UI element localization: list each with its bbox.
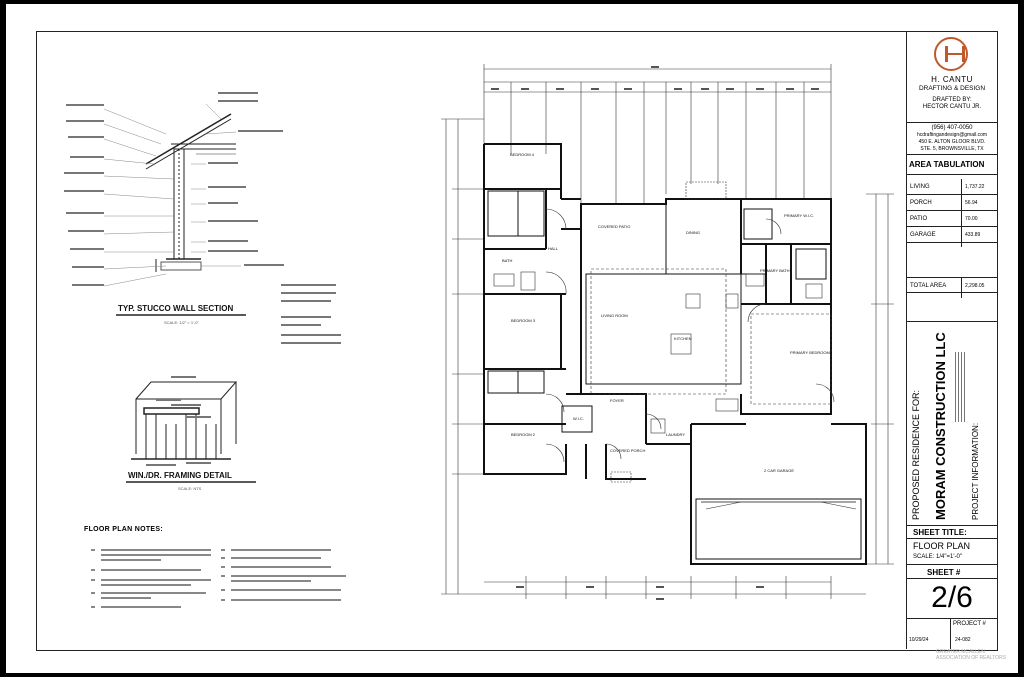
dimension-lines xyxy=(441,64,894,599)
firm-name: H. CANTU xyxy=(931,75,973,84)
room-living: LIVING ROOM xyxy=(601,313,628,318)
room-kitchen: KITCHEN xyxy=(674,336,692,341)
firm-logo-icon xyxy=(934,37,968,71)
sheet-number-label: SHEET # xyxy=(907,565,997,579)
room-wic: W.I.C. xyxy=(573,416,584,421)
project-number-label: PROJECT # xyxy=(953,621,986,627)
area-label: PATIO xyxy=(910,216,928,222)
framing-detail xyxy=(131,381,238,460)
room-bath: BATH xyxy=(502,258,512,263)
sheet-title-block: FLOOR PLAN SCALE: 1/4"=1'-0" xyxy=(907,539,997,565)
stucco-wall-section-detail xyxy=(145,113,236,272)
sheet-scale: SCALE: 1/4"=1'-0" xyxy=(913,554,962,560)
sheet-date: 10/29/24 xyxy=(907,619,951,649)
sheet-border xyxy=(36,31,998,651)
room-garage: 2 CAR GARAGE xyxy=(764,468,794,473)
room-laundry: LAUNDRY xyxy=(666,432,685,437)
floor-plan-notes-title: FLOOR PLAN NOTES: xyxy=(84,526,163,533)
proposed-residence-label: PROPOSED RESIDENCE FOR: xyxy=(911,389,921,520)
firm-email: hcdraftingandesign@gmail.com xyxy=(916,132,988,138)
room-bedroom-3: BEDROOM 3 xyxy=(511,318,536,323)
firm-contact: (956) 407-0050 hcdraftingandesign@gmail.… xyxy=(907,123,997,155)
project-information-label: PROJECT INFORMATION: xyxy=(971,422,980,520)
room-dining: DINING xyxy=(686,230,700,235)
drafter-name: HECTOR CANTU JR. xyxy=(922,104,982,110)
firm-subtitle: DRAFTING & DESIGN xyxy=(918,85,986,92)
stucco-section-scale: SCALE: 1/2" = 1'-0" xyxy=(164,320,199,325)
area-value: 433.89 xyxy=(961,227,1001,247)
project-number: 24-082 xyxy=(955,637,971,643)
total-area-label: TOTAL AREA xyxy=(910,283,947,289)
firm-phone: (956) 407-0050 xyxy=(931,125,973,131)
project-number-block: PROJECT # 24-082 xyxy=(951,619,997,649)
room-covered-porch: COVERED PORCH xyxy=(610,448,645,453)
room-foyer: FOYER xyxy=(610,398,624,403)
stucco-callout-text xyxy=(64,92,341,344)
firm-address-2: STE. 5, BROWNSVILLE, TX xyxy=(920,146,984,152)
floor-plan-walls xyxy=(483,143,867,565)
drawing-canvas: TYP. STUCCO WALL SECTION SCALE: 1/2" = 1… xyxy=(64,64,894,608)
framing-detail-title: WIN./DR. FRAMING DETAIL xyxy=(128,471,232,480)
room-bedroom-2: BEDROOM 2 xyxy=(511,432,536,437)
room-primary-bedroom: PRIMARY BEDROOM xyxy=(790,350,830,355)
firm-address-1: 450 E. ALTON GLOOR BLVD. xyxy=(918,139,986,145)
mls-watermark: GREATER MCALLEN ASSOCIATION OF REALTORS xyxy=(936,649,1007,661)
area-value: 70.00 xyxy=(961,211,1001,231)
client-name: MORAM CONSTRUCTION LLC xyxy=(933,332,948,520)
area-tabulation-title: AREA TABULATION xyxy=(907,155,997,175)
total-area-value: 2,298.05 xyxy=(961,278,1001,298)
area-label: GARAGE xyxy=(910,232,936,238)
drawing-sheet: TYP. STUCCO WALL SECTION SCALE: 1/2" = 1… xyxy=(6,4,1018,673)
area-value: 56.94 xyxy=(961,195,1001,215)
floor-plan-notes-body xyxy=(91,549,346,608)
title-block: H. CANTU DRAFTING & DESIGN DRAFTED BY: H… xyxy=(906,31,997,649)
project-info-block: PROPOSED RESIDENCE FOR: MORAM CONSTRUCTI… xyxy=(907,321,997,526)
area-label: PORCH xyxy=(910,200,932,206)
area-value: 1,737.22 xyxy=(961,179,1001,199)
sheet-title-label: SHEET TITLE: xyxy=(907,526,997,539)
sheet-number: 2/6 xyxy=(907,579,997,619)
room-primary-wic: PRIMARY W.I.C. xyxy=(784,213,814,218)
drafted-by-label: DRAFTED BY: xyxy=(932,97,972,103)
room-covered-patio: COVERED PATIO xyxy=(598,224,630,229)
framing-detail-scale: SCALE: NTS xyxy=(178,486,202,491)
firm-logo-block: H. CANTU DRAFTING & DESIGN DRAFTED BY: H… xyxy=(907,31,997,123)
room-primary-bath: PRIMARY BATH xyxy=(760,268,790,273)
area-label: LIVING xyxy=(910,184,930,190)
room-bedroom-4: BEDROOM 4 xyxy=(510,152,535,157)
sheet-title: FLOOR PLAN xyxy=(913,541,971,551)
floor-plan-notes: FLOOR PLAN NOTES: xyxy=(84,526,384,533)
stucco-section-title: TYP. STUCCO WALL SECTION xyxy=(118,304,233,313)
drafted-by: DRAFTED BY: HECTOR CANTU JR. xyxy=(907,97,997,111)
floor-plan-fixtures xyxy=(493,181,857,510)
room-hall: HALL xyxy=(548,246,559,251)
project-address-text xyxy=(955,352,965,422)
